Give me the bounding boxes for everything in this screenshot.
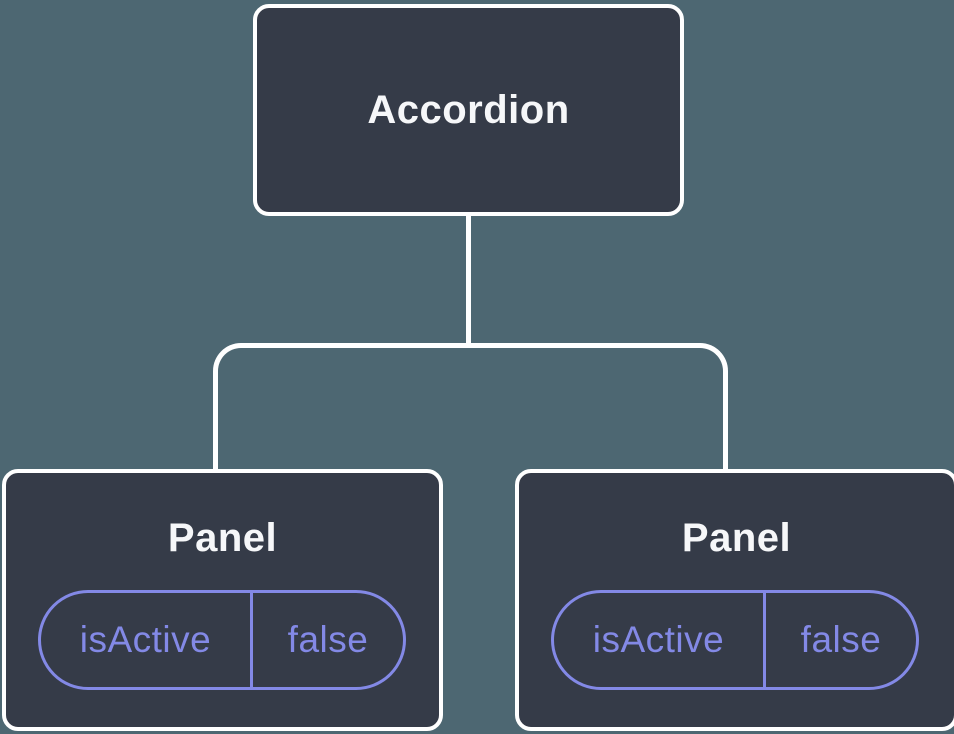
panel-left-label: Panel — [167, 516, 278, 560]
prop-value: false — [287, 619, 369, 660]
connector-branch — [213, 343, 728, 470]
prop-name: isActive — [41, 593, 253, 687]
prop-value: false — [800, 619, 882, 660]
node-panel-right: Panel isActive false — [515, 469, 954, 731]
panel-right-label: Panel — [681, 516, 792, 560]
node-accordion: Accordion — [253, 4, 684, 216]
node-panel-left: Panel isActive false — [2, 469, 443, 731]
connector-stem — [466, 214, 471, 345]
panel-left-prop-pill: isActive false — [38, 590, 406, 690]
accordion-node-label: Accordion — [367, 87, 570, 132]
prop-name: isActive — [554, 593, 766, 687]
panel-right-prop-pill: isActive false — [551, 590, 919, 690]
